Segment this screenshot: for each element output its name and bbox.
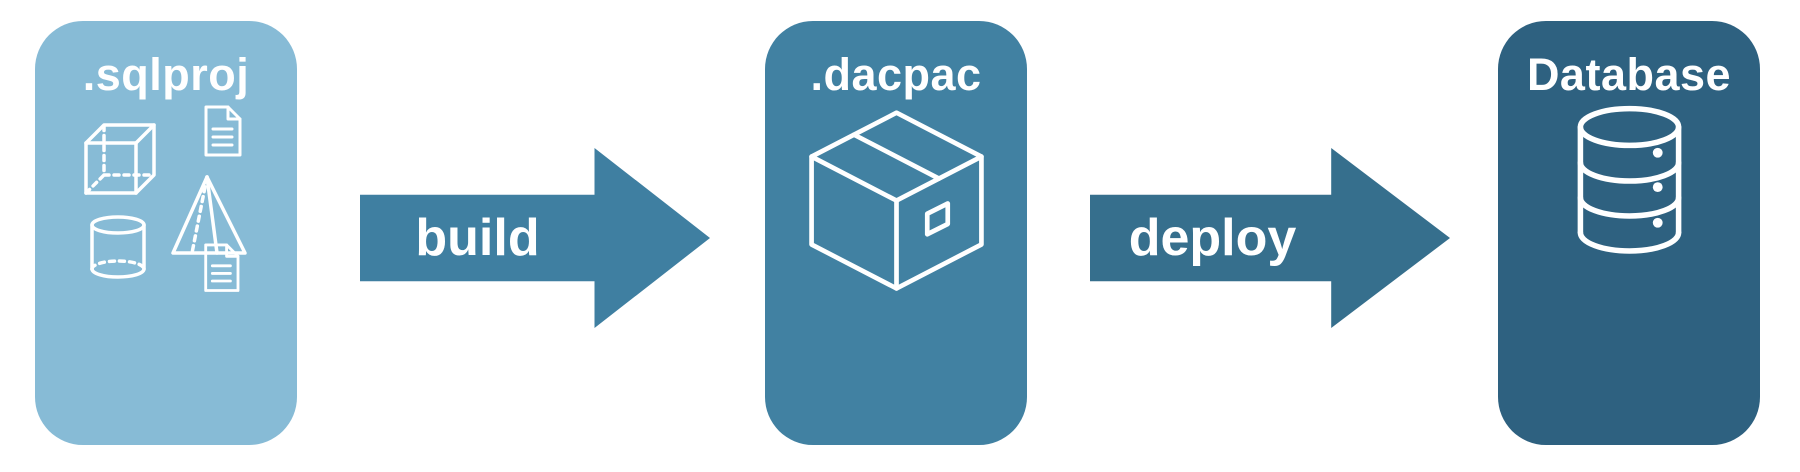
- node-database-label: Database: [1526, 49, 1732, 100]
- database-cylinder-icon: [1577, 105, 1681, 254]
- pyramid-icon: [170, 175, 247, 255]
- node-sqlproj-label: .sqlproj: [82, 49, 250, 100]
- cube-icon: [83, 123, 156, 195]
- package-box-icon: [808, 110, 984, 291]
- node-sqlproj: .sqlproj: [35, 21, 297, 445]
- node-dacpac-label: .dacpac: [810, 49, 982, 100]
- deploy-arrow-label: deploy: [1128, 209, 1297, 267]
- scroll-icon: [204, 105, 241, 157]
- deploy-arrow: deploy: [1090, 148, 1450, 328]
- cylinder-icon: [89, 215, 146, 279]
- build-arrow: build: [360, 148, 710, 328]
- sql-object-icons: [83, 105, 247, 292]
- build-arrow-label: build: [415, 209, 540, 267]
- node-database: Database: [1498, 21, 1760, 445]
- node-dacpac: .dacpac: [765, 21, 1027, 445]
